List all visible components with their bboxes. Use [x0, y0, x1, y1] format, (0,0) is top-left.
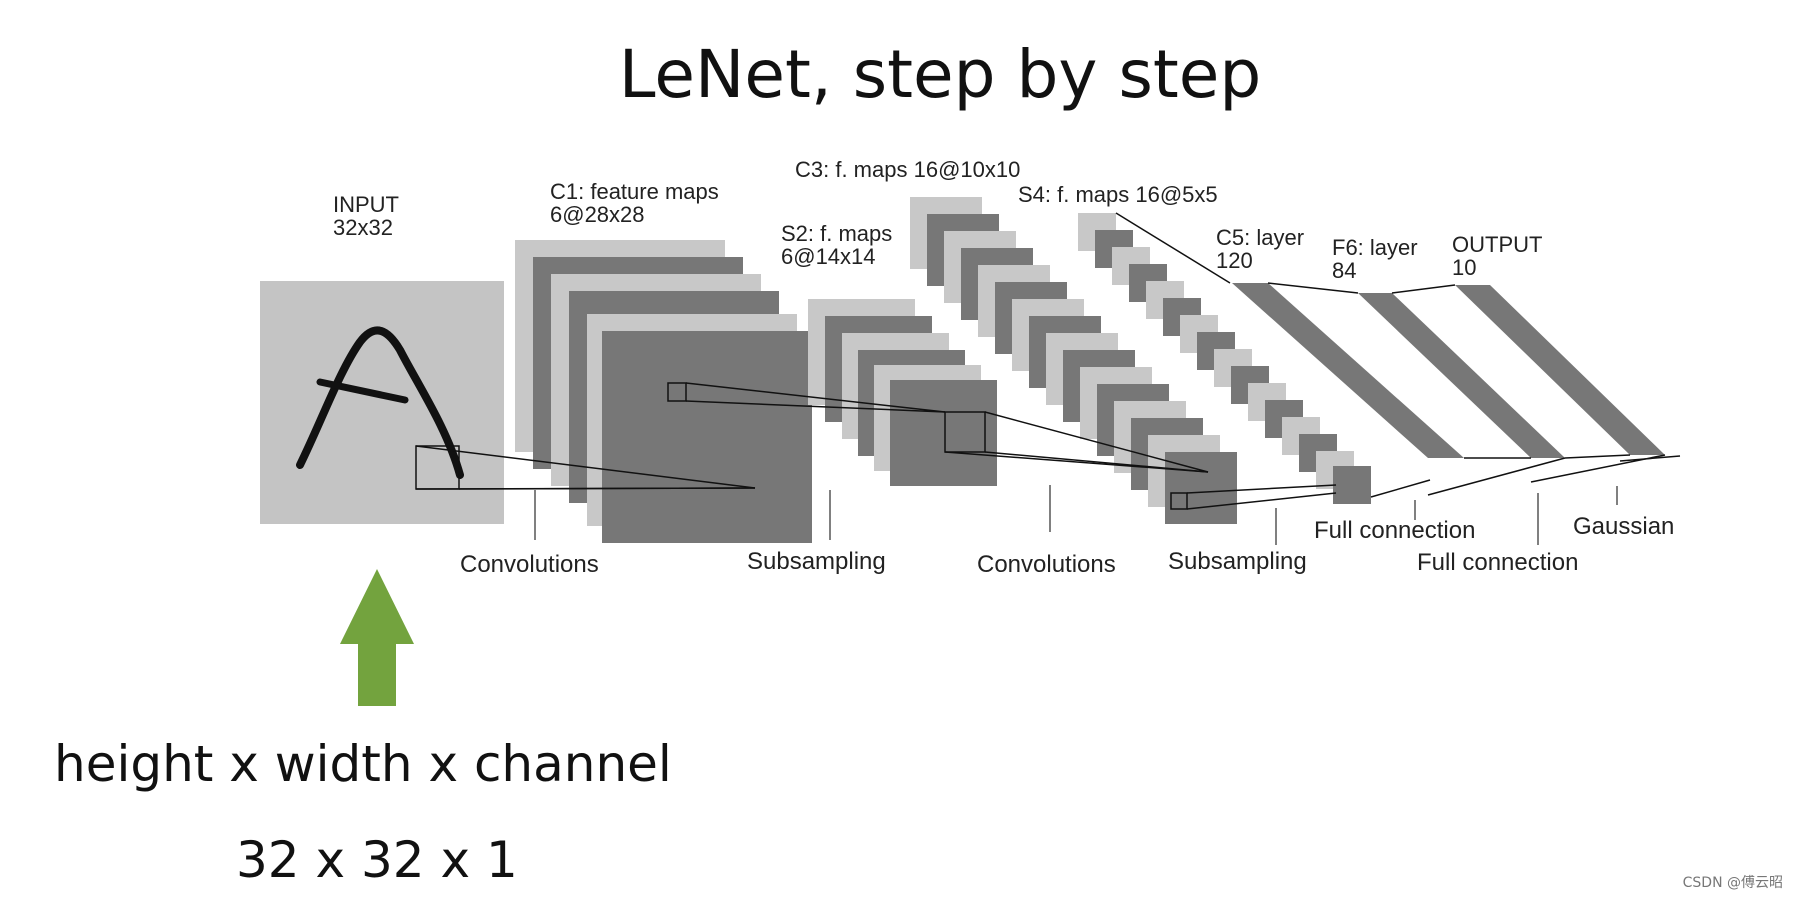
handwritten-a-bar [316, 378, 409, 404]
f6-output-connection-line [1391, 284, 1456, 294]
sub1-projection-line [685, 382, 946, 413]
slide-title: LeNet, step by step [618, 36, 1262, 113]
sub2-projection-line [1186, 492, 1337, 510]
c3-receptive-field [1170, 492, 1188, 510]
label-c1: C1: feature maps 6@28x28 [550, 179, 719, 227]
label-c3: C3: f. maps 16@10x10 [795, 157, 1021, 182]
op-full1: Full connection [1314, 517, 1476, 544]
op-gaussian: Gaussian [1573, 513, 1675, 540]
s4-c5-connection-line [1370, 479, 1431, 498]
s2-receptive-field [944, 411, 986, 453]
sub1-projection-line [685, 400, 946, 413]
op-conv1: Convolutions [460, 551, 599, 578]
label-input: INPUT 32x32 [333, 192, 399, 240]
c5-f6-connection-line [1267, 282, 1359, 294]
conv2-projection-line [984, 411, 1209, 473]
output-layer [1455, 285, 1665, 455]
s4-c5-connection-line [1115, 212, 1231, 284]
output-gaussian-line [1619, 455, 1681, 462]
label-s4: S4: f. maps 16@5x5 [1018, 182, 1218, 207]
f6-layer [1358, 293, 1565, 458]
conv1-projection-line [415, 445, 756, 489]
op-sub1: Subsampling [747, 548, 886, 575]
sub2-projection-line [1186, 484, 1337, 494]
op-sub2: Subsampling [1168, 548, 1307, 575]
label-f6: F6: layer 84 [1332, 235, 1418, 283]
label-c5: C5: layer 120 [1216, 225, 1305, 273]
c3-stack [910, 197, 1237, 524]
c1-receptive-field [667, 382, 687, 402]
label-s2: S2: f. maps 6@14x14 [781, 221, 893, 269]
conv2-projection-line [944, 451, 1209, 473]
s4-map [1333, 466, 1371, 504]
label-output: OUTPUT 10 [1452, 232, 1543, 280]
s4-stack [1078, 213, 1371, 504]
input-dims: 32 x 32 x 1 [236, 831, 518, 889]
op-full2: Full connection [1417, 549, 1579, 576]
s2-map-6 [890, 380, 997, 486]
c5-f6-connection-line [1427, 457, 1566, 496]
watermark: CSDN @傅云昭 [1682, 875, 1783, 891]
f6-output-connection-line [1564, 454, 1631, 459]
op-conv2: Convolutions [977, 551, 1116, 578]
green-up-arrow-icon [340, 569, 414, 706]
input-image [260, 281, 504, 524]
conv1-projection-line [415, 487, 756, 490]
handwritten-a-stroke [296, 326, 464, 479]
c1-map-6 [602, 331, 812, 543]
c5-layer [1232, 283, 1464, 458]
input-formula: height x width x channel [54, 735, 672, 793]
